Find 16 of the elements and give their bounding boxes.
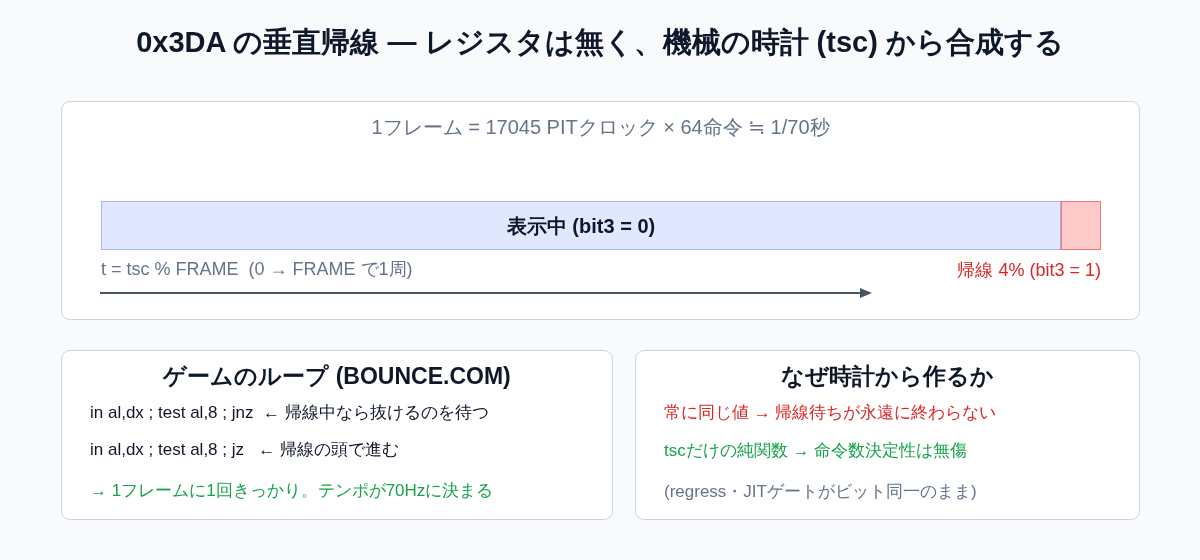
frame-heading: 1フレーム = 17045 PITクロック × 64命令 ≒ 1/70秒 <box>370 115 831 140</box>
retrace-label: 帰線 4% (bit3 = 1) <box>957 259 1101 282</box>
game-loop-panel <box>61 350 613 520</box>
side-note: (regress・JITゲートがビット同一のまま) <box>664 481 977 503</box>
benefit-note: tscだけの純関数 → 命令数決定性は無傷 <box>664 440 968 462</box>
code-comment-line: in al,dx ; test al,8 ; jnz ← 帰線中なら抜けるのを待つ <box>90 402 489 424</box>
formula-label: t = tsc % FRAME (0 → FRAME で1周) <box>101 258 413 281</box>
code-comment-line: in al,dx ; test al,8 ; jz ← 帰線の頭で進む <box>90 439 399 461</box>
panel-heading: なぜ時計から作るか <box>780 362 995 391</box>
panel-heading: ゲームのループ (BOUNCE.COM) <box>162 362 512 391</box>
result-note: → 1フレームに1回きっかり。テンポが70Hzに決まる <box>90 480 494 502</box>
problem-note: 常に同じ値 → 帰線待ちが永遠に終わらない <box>664 402 997 424</box>
rationale-panel <box>635 350 1140 520</box>
segment-label: 表示中 (bit3 = 0) <box>505 214 657 239</box>
frame-panel <box>61 101 1140 320</box>
diagram-title: 0x3DA の垂直帰線 — レジスタは無く、機械の時計 (tsc) から合成する <box>135 25 1065 60</box>
